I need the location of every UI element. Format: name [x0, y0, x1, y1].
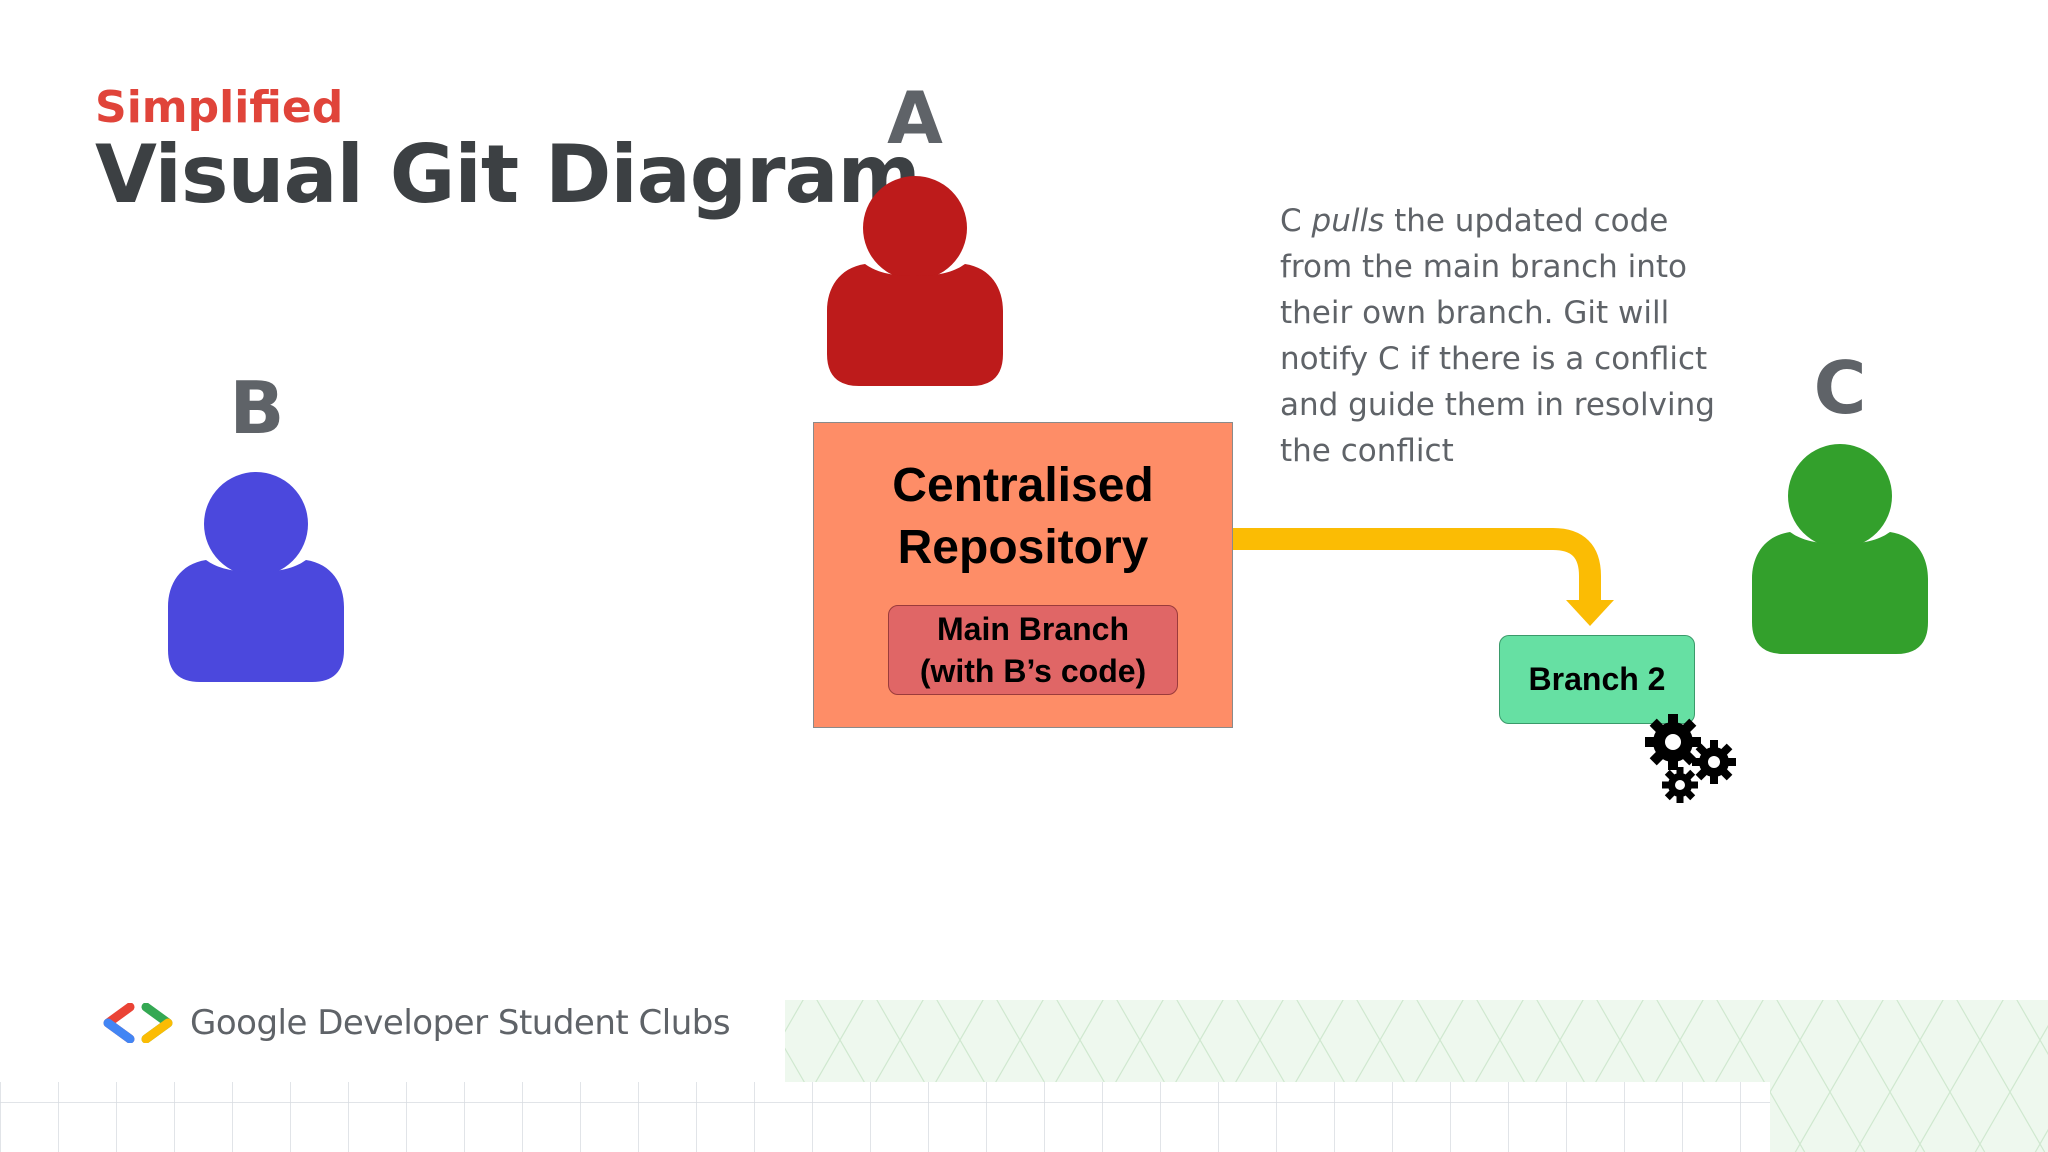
description-rest: the updated code from the main branch in… [1280, 203, 1715, 469]
gears-icon [1645, 714, 1736, 803]
description-verb: pulls [1311, 203, 1385, 239]
centralised-repository: Centralised Repository Main Branch (with… [813, 422, 1233, 728]
repository-title: Centralised Repository [814, 455, 1232, 579]
pull-description: C pulls the updated code from the main b… [1280, 198, 1720, 474]
main-branch-box: Main Branch (with B’s code) [888, 605, 1178, 695]
footer-brand-text: Google Developer Student Clubs [190, 1003, 731, 1043]
description-subject: C [1280, 203, 1302, 239]
slide-title: Visual Git Diagram [95, 128, 921, 221]
footer-brand: Google Developer Student Clubs [100, 1003, 731, 1043]
slide-subtitle: Simplified [95, 82, 344, 133]
repository-title-line1: Centralised [892, 459, 1154, 512]
person-a-icon [827, 176, 1003, 386]
main-branch-line2: (with B’s code) [919, 653, 1147, 689]
branch-2-box: Branch 2 [1499, 635, 1695, 724]
pull-arrow [1233, 528, 1614, 626]
main-branch-line1: Main Branch [936, 611, 1130, 647]
person-b-icon [168, 472, 344, 682]
person-b-label: B [229, 366, 285, 450]
person-a-label: A [887, 76, 943, 160]
repository-title-line2: Repository [897, 521, 1149, 574]
person-c-label: C [1813, 346, 1867, 430]
gdsc-logo-icon [103, 1003, 173, 1043]
person-c-icon [1752, 444, 1928, 654]
